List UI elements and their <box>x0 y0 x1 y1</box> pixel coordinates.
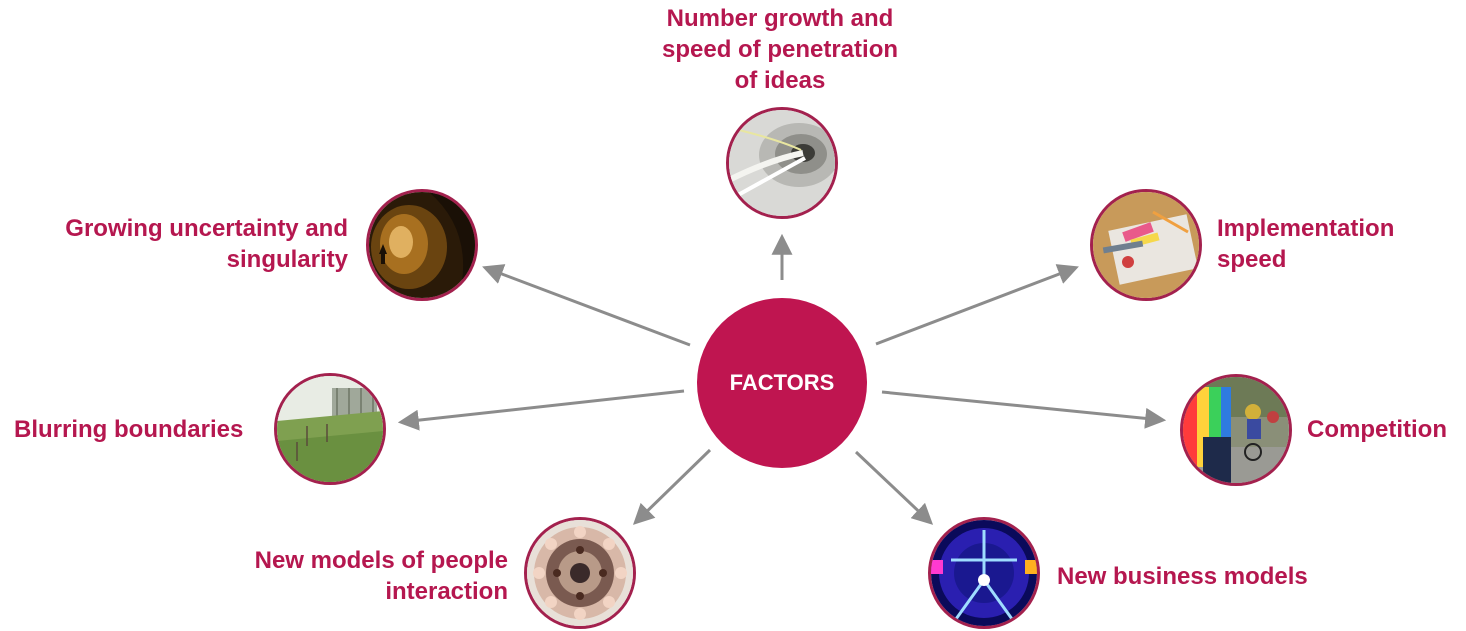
arrow-to-implementation <box>875 264 1079 346</box>
faces-mosaic-photo <box>524 517 636 629</box>
misty-field-photo <box>274 373 386 485</box>
label-business: New business models <box>1057 563 1308 590</box>
label-boundaries: Blurring boundaries <box>14 416 244 443</box>
arrow-to-uncertainty <box>482 264 691 347</box>
cyclists-photo <box>1180 374 1292 486</box>
label-uncertainty: Growing uncertainty and singularity <box>65 215 348 273</box>
tunnel-photo <box>726 107 838 219</box>
arrow-to-business <box>854 450 934 525</box>
label-implementation: Implementation speed <box>1217 215 1395 273</box>
label-people: New models of people interaction <box>254 547 508 605</box>
arrow-to-people <box>632 448 712 525</box>
arrow-to-boundaries <box>397 389 685 431</box>
cave-photo <box>366 189 478 301</box>
neon-lights-photo <box>928 517 1040 629</box>
label-competition: Competition <box>1307 416 1447 443</box>
office-desk-photo <box>1090 189 1202 301</box>
arrow-to-competition <box>881 390 1167 429</box>
center-label: FACTORS <box>729 370 835 395</box>
label-ideas: Number growth and speed of penetration o… <box>661 5 899 94</box>
center-factors-node: FACTORS <box>697 298 867 468</box>
